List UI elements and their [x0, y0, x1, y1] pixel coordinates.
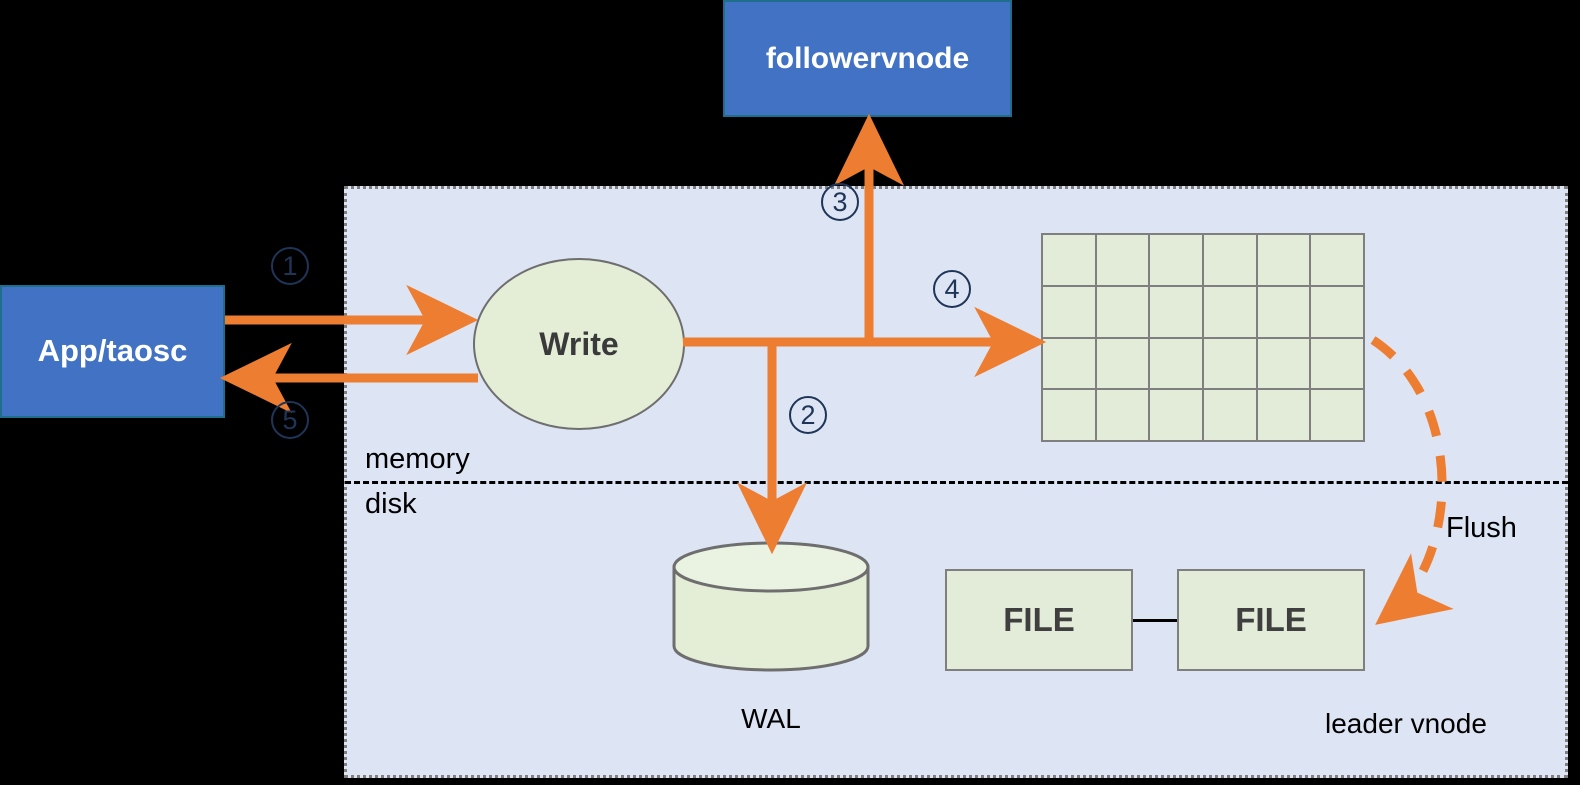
memtable-cell — [1257, 338, 1310, 389]
memtable-cell — [1096, 338, 1149, 389]
step-marker-4: 4 — [933, 270, 971, 308]
memtable-cell — [1043, 235, 1095, 285]
memtable-grid — [1041, 233, 1365, 442]
memtable-cell — [1311, 235, 1363, 285]
step-marker-5: 5 — [271, 401, 309, 439]
memtable-cell — [1150, 390, 1202, 440]
follower-vnode-label-line1: follower — [765, 41, 881, 75]
follower-vnode-label-line2: vnode — [880, 41, 970, 75]
memtable-cell — [1043, 338, 1095, 389]
memtable-cell — [1257, 235, 1310, 285]
follower-vnode-box: follower vnode — [723, 0, 1012, 117]
memtable-cell — [1311, 286, 1363, 337]
memtable-cell — [1150, 286, 1202, 337]
memtable-cell — [1204, 338, 1256, 389]
memtable-cell — [1096, 235, 1149, 285]
memtable-cell — [1204, 286, 1256, 337]
memtable-cell — [1096, 286, 1149, 337]
memtable-cell — [1257, 390, 1310, 440]
write-node: Write — [473, 258, 685, 430]
memtable-cell — [1204, 235, 1256, 285]
flush-label: Flush — [1446, 512, 1517, 544]
leader-vnode-label: leader vnode — [1325, 708, 1487, 739]
memtable-cell — [1257, 286, 1310, 337]
memtable-cell — [1096, 390, 1149, 440]
wal-label: WAL — [741, 703, 801, 734]
file-box-left: FILE — [945, 569, 1133, 671]
file-box-right: FILE — [1177, 569, 1365, 671]
memory-label: memory — [365, 443, 470, 475]
step-marker-1: 1 — [271, 247, 309, 285]
memtable-cell — [1150, 338, 1202, 389]
app-taosc-box: App/taosc — [0, 285, 225, 418]
wal-cylinder — [672, 541, 870, 672]
memtable-cell — [1204, 390, 1256, 440]
step-marker-3: 3 — [821, 183, 859, 221]
disk-label: disk — [365, 488, 417, 520]
memory-disk-divider — [345, 481, 1568, 484]
memtable-cell — [1150, 235, 1202, 285]
step-marker-2: 2 — [789, 396, 827, 434]
file-connector-line — [1133, 619, 1177, 622]
memtable-cell — [1043, 286, 1095, 337]
memtable-cell — [1311, 338, 1363, 389]
memtable-cell — [1043, 390, 1095, 440]
memtable-cell — [1311, 390, 1363, 440]
